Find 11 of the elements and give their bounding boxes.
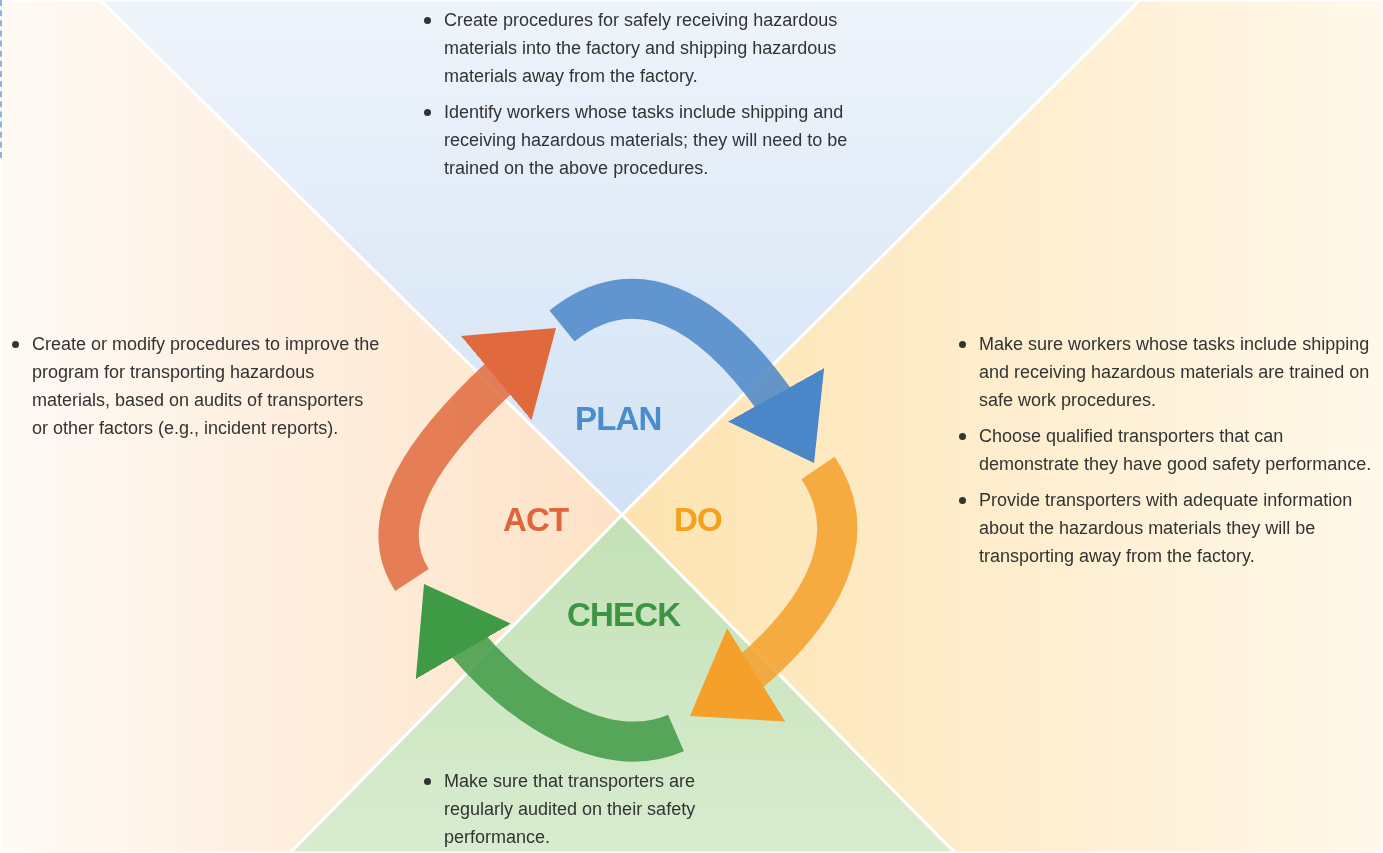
bullet-text: Identify workers whose tasks include shipping and receiving hazardous materials; they will need to be trained on the above procedures. xyxy=(444,101,849,180)
stage-label: ACT xyxy=(503,502,569,538)
bullet-text: Provide transporters with adequate information about the hazardous materials they will be transporting away from the factory. xyxy=(979,489,1354,568)
bullet-text: Create procedures for safely receiving hazardous materials into the factory and shipping hazardous materials away from the factory. xyxy=(444,9,839,88)
stage-label: CHECK xyxy=(567,597,681,633)
bullet-text: Choose qualified transporters that can demonstrate they have good safety performance. xyxy=(979,425,1373,476)
stage-label: DO xyxy=(674,502,722,538)
bullet-text: Make sure workers whose tasks include shipping and receiving hazardous materials are trained on safe work procedures. xyxy=(979,333,1371,412)
stage-label: PLAN xyxy=(575,401,662,437)
bullet-text: Make sure that transporters are regularly audited on their safety performance. xyxy=(444,770,697,849)
bullet-text: Create or modify procedures to improve the program for transporting hazardous materials, based on audits of transporters or other factors (e.g., incident reports). xyxy=(32,333,380,440)
